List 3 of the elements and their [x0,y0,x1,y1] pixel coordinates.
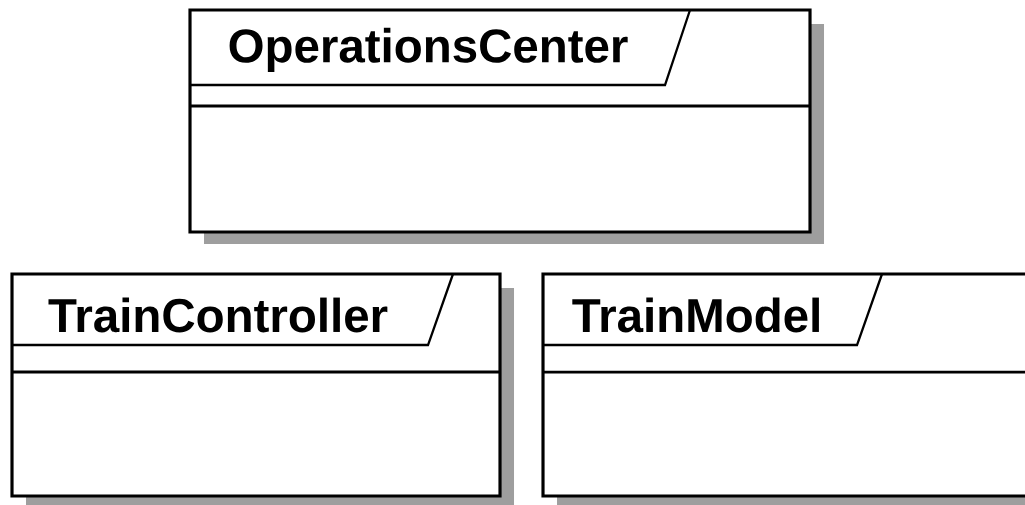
class-box: TrainController [10,272,514,505]
class-box: TrainModel [541,272,1025,505]
class-box: OperationsCenter [188,8,824,244]
